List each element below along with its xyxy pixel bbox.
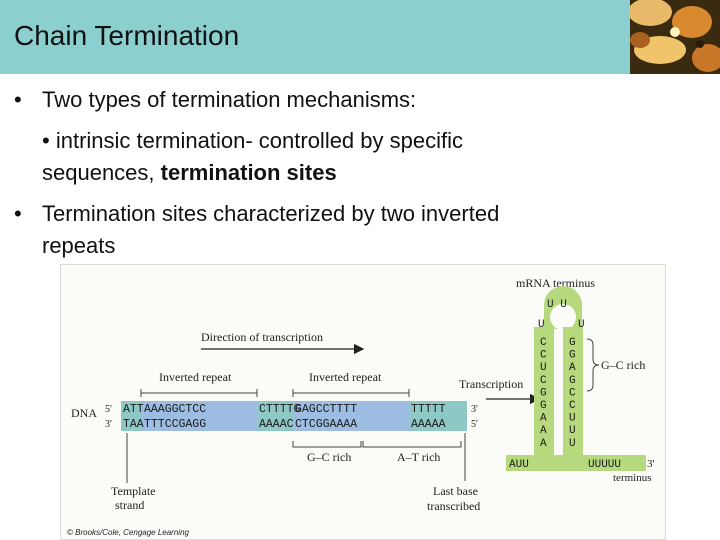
stem-left-base: C bbox=[540, 350, 547, 362]
bottom-seg: TTTCCGAGG bbox=[144, 418, 206, 431]
decorative-photo bbox=[630, 0, 720, 74]
gc-rich-bracket bbox=[292, 441, 362, 448]
dna-label: DNA bbox=[71, 406, 97, 420]
stem-left-bg bbox=[534, 327, 554, 459]
three-prime-end: 3' bbox=[647, 458, 655, 470]
inverted-repeat-left-highlight bbox=[142, 401, 257, 431]
title-bar: Chain Termination bbox=[0, 0, 720, 74]
stem-right-base: U bbox=[569, 438, 576, 450]
bottom-seg: AAAAA bbox=[411, 418, 446, 431]
direction-label: Direction of transcription bbox=[201, 330, 323, 344]
bullet-marker: • bbox=[14, 201, 22, 226]
last-base-line2: transcribed bbox=[427, 499, 480, 513]
stem-left-base: G bbox=[540, 387, 547, 399]
stem-right-base: G bbox=[569, 350, 576, 362]
stem-left-base: A bbox=[540, 413, 547, 425]
top-seg: ATT bbox=[123, 403, 144, 416]
stem-right-base: G bbox=[569, 337, 576, 349]
bottom-strand-sequence: TAATTTCCGAGG AAAACCTCGGAAAA AAAAA bbox=[123, 418, 446, 431]
stem-gc-rich-label: G–C rich bbox=[601, 358, 645, 372]
stem-right-base: A bbox=[569, 362, 576, 374]
bullet-text-line1: Termination sites characterized by two i… bbox=[42, 201, 500, 226]
inverted-repeat-left-label: Inverted repeat bbox=[159, 370, 232, 384]
at-rich-label: A–T rich bbox=[397, 450, 440, 464]
sub-bullet-prefix: sequences, bbox=[42, 160, 161, 185]
bullet-text-line2: repeats bbox=[42, 233, 116, 258]
stem-right-bg bbox=[563, 327, 583, 459]
copyright: © Brooks/Cole, Cengage Learning bbox=[67, 528, 190, 537]
three-prime-left: 3' bbox=[105, 419, 112, 430]
sub-bullet-text: intrinsic termination- controlled by spe… bbox=[55, 128, 463, 153]
loop-top: U U bbox=[547, 299, 567, 311]
bullet-text: Two types of termination mechanisms: bbox=[42, 87, 417, 112]
bottom-seg: AAAAC bbox=[259, 418, 294, 431]
slide-title: Chain Termination bbox=[14, 20, 240, 51]
stem-right-base: C bbox=[569, 387, 576, 399]
hairpin-loop-hole bbox=[550, 304, 576, 330]
at-rich-bracket bbox=[362, 441, 462, 448]
inverted-repeat-right-highlight bbox=[293, 401, 409, 431]
stem-left-base: A bbox=[540, 438, 547, 450]
stem-left-base: C bbox=[540, 375, 547, 387]
top-seg: AAAGGCTCC bbox=[144, 403, 206, 416]
bottom-seg: TAA bbox=[123, 418, 144, 431]
loop-right: U bbox=[578, 319, 585, 331]
three-prime-right: 3' bbox=[471, 404, 478, 415]
transcription-label: Transcription bbox=[459, 377, 523, 391]
top-seg: CTTTTG bbox=[259, 403, 301, 416]
stem-left-base: C bbox=[540, 337, 547, 349]
stem-left-base: G bbox=[540, 400, 547, 412]
template-label-line2: strand bbox=[115, 498, 144, 512]
sub-bullet-line1: • intrinsic termination- controlled by s… bbox=[42, 128, 463, 153]
five-prime-right: 5' bbox=[471, 419, 478, 430]
tail-right: UUUUU bbox=[588, 459, 621, 471]
sub-bullet-line2: sequences, termination sites bbox=[42, 158, 337, 188]
top-strand-sequence: ATTAAAGGCTCC CTTTTGGAGCCTTTT TTTTT bbox=[123, 403, 446, 416]
mrna-terminus-label: mRNA terminus bbox=[516, 276, 595, 290]
last-base-line1: Last base bbox=[433, 484, 478, 498]
stem-right-base: U bbox=[569, 413, 576, 425]
bottom-seg: CTCGGAAAA bbox=[295, 418, 357, 431]
five-prime-left: 5' bbox=[105, 404, 112, 415]
stem-left-base: A bbox=[540, 425, 547, 437]
terminus-label: terminus bbox=[613, 472, 652, 484]
top-seg: TTTTT bbox=[411, 403, 446, 416]
bullet-marker: • bbox=[14, 87, 22, 112]
gc-rich-brace bbox=[586, 338, 600, 392]
loop-left: U bbox=[538, 319, 545, 331]
termination-sites-bold: termination sites bbox=[160, 160, 337, 185]
hairpin-tail-bg bbox=[506, 455, 646, 471]
stem-right-base: C bbox=[569, 400, 576, 412]
termination-diagram: mRNA terminus Direction of transcription… bbox=[60, 264, 666, 540]
tail-left: AUU bbox=[509, 459, 529, 471]
stem-right-base: G bbox=[569, 375, 576, 387]
top-seg: GAGCCTTTT bbox=[295, 403, 357, 416]
stem-right-base: U bbox=[569, 425, 576, 437]
gc-rich-label: G–C rich bbox=[307, 450, 351, 464]
inverted-repeat-right-label: Inverted repeat bbox=[309, 370, 382, 384]
template-label-line1: Template bbox=[111, 484, 155, 498]
stem-left-base: U bbox=[540, 362, 547, 374]
